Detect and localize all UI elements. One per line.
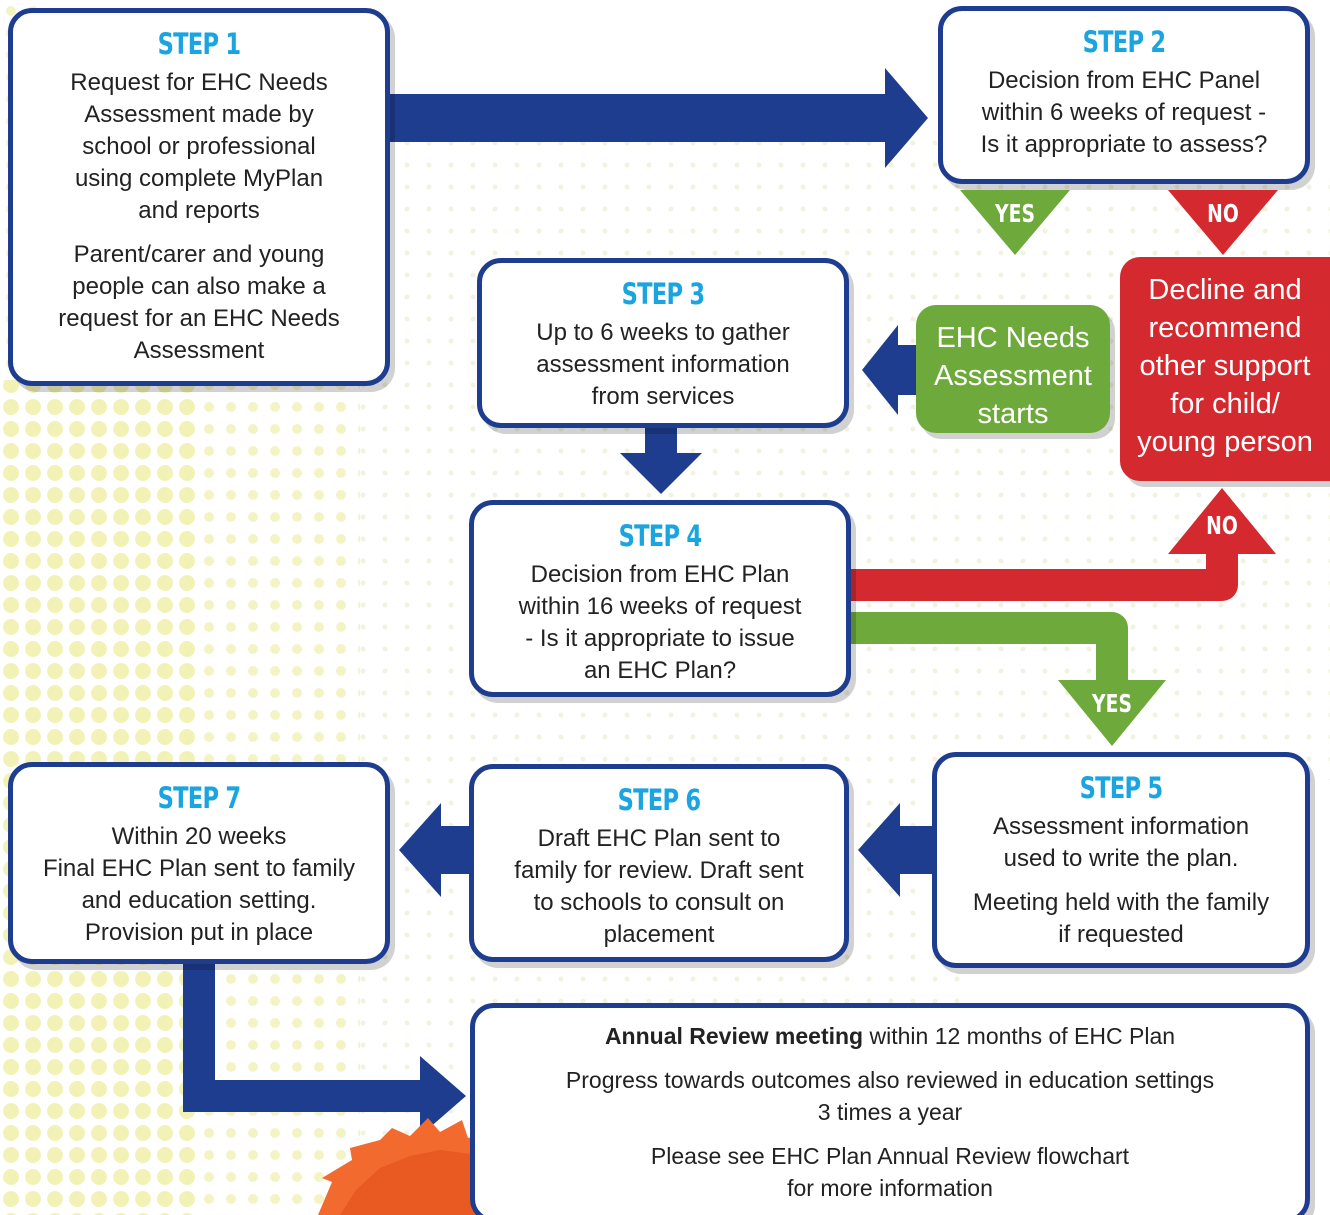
step-3-text-line: from services xyxy=(591,383,735,410)
step-4-text-line: - Is it appropriate to issue xyxy=(525,625,795,652)
step-7-text-line: Within 20 weeks xyxy=(111,823,287,850)
step-6-box: STEP 6 Draft EHC Plan sent to family for… xyxy=(469,764,849,962)
step-1-text-line: and reports xyxy=(138,197,260,224)
decline-line: young person xyxy=(1137,426,1313,458)
step-3-text-line: assessment information xyxy=(536,351,790,378)
step-6-text-line: to schools to consult on xyxy=(533,889,785,916)
step-2-text-line: within 6 weeks of request - xyxy=(981,99,1267,126)
step-3-text-line: Up to 6 weeks to gather xyxy=(536,319,790,346)
arrow-step1-to-step2 xyxy=(388,68,928,168)
decline-line: other support xyxy=(1139,350,1311,382)
step-4-box: STEP 4 Decision from EHC Plan within 16 … xyxy=(469,500,851,697)
arrow-step7-to-annual-review xyxy=(183,962,466,1136)
step-5-box: STEP 5 Assessment information used to wr… xyxy=(932,752,1310,968)
step-1-text-line: request for an EHC Needs xyxy=(58,305,340,332)
step-6-title: STEP 6 xyxy=(617,783,701,817)
step-1-title: STEP 1 xyxy=(157,27,241,61)
step-6-text-line: placement xyxy=(603,921,715,948)
assessment-starts-line: Assessment xyxy=(934,360,1092,392)
step-1-text-line: Parent/carer and young xyxy=(73,241,325,268)
decline-line: for child/ xyxy=(1170,388,1280,420)
annual-review-bold: Annual Review meeting xyxy=(604,1023,864,1049)
step-4-text-line: an EHC Plan? xyxy=(583,657,737,684)
step-2-text-line: Decision from EHC Panel xyxy=(987,67,1261,94)
no-path-step4-to-decline xyxy=(850,540,1238,601)
arrow-step3-to-step4 xyxy=(620,428,702,494)
no-triangle-step4 xyxy=(1168,488,1276,554)
step-4-text-line: within 16 weeks of request xyxy=(518,593,802,620)
yes-path-step4-to-step5 xyxy=(850,612,1128,680)
step-5-title: STEP 5 xyxy=(1079,771,1163,805)
yes-label-step4: YES xyxy=(1092,689,1132,718)
arrow-step6-to-step7 xyxy=(399,803,472,897)
step-1-box: STEP 1 Request for EHC Needs Assessment … xyxy=(8,8,390,386)
annual-review-line: Please see EHC Plan Annual Review flowch… xyxy=(650,1143,1130,1169)
yes-triangle-step4 xyxy=(1058,680,1166,746)
no-label-step2: NO xyxy=(1207,199,1239,228)
step-1-text-line: Request for EHC Needs xyxy=(70,69,328,96)
step-3-title: STEP 3 xyxy=(621,277,705,311)
step-7-title: STEP 7 xyxy=(157,781,241,815)
arrow-step5-to-step6 xyxy=(858,803,934,897)
step-5-text-line: if requested xyxy=(1058,921,1184,948)
no-label-step4: NO xyxy=(1206,511,1238,540)
step-1-text-line: Assessment made by xyxy=(84,101,314,128)
step-2-text-line: Is it appropriate to assess? xyxy=(980,131,1268,158)
assessment-starts-line: starts xyxy=(977,398,1049,430)
step-3-box: STEP 3 Up to 6 weeks to gather assessmen… xyxy=(477,258,849,428)
step-5-text-line: Meeting held with the family xyxy=(972,889,1270,916)
step-6-text-line: Draft EHC Plan sent to xyxy=(537,825,781,852)
step-2-title: STEP 2 xyxy=(1082,25,1166,59)
step-2-box: STEP 2 Decision from EHC Panel within 6 … xyxy=(938,6,1310,184)
step-1-text-line: using complete MyPlan xyxy=(74,165,324,192)
assessment-starts-box: EHC Needs Assessment starts xyxy=(916,305,1110,433)
step-7-text-line: Final EHC Plan sent to family xyxy=(42,855,356,882)
step-4-text-line: Decision from EHC Plan xyxy=(530,561,790,588)
step-7-box: STEP 7 Within 20 weeks Final EHC Plan se… xyxy=(8,762,390,964)
annual-review-line: for more information xyxy=(787,1175,993,1201)
step-4-title: STEP 4 xyxy=(618,519,702,553)
arrow-assessment-to-step3 xyxy=(862,325,918,415)
step-5-text-line: Assessment information xyxy=(992,813,1250,840)
yes-triangle-step2 xyxy=(960,190,1070,255)
step-1-text-line: school or professional xyxy=(82,133,316,160)
yes-label-step2: YES xyxy=(995,199,1035,228)
annual-review-heading: Annual Review meeting within 12 months o… xyxy=(475,1020,1305,1052)
step-7-text-line: Provision put in place xyxy=(84,919,314,946)
annual-review-line: Progress towards outcomes also reviewed … xyxy=(565,1067,1215,1093)
step-6-text-line: family for review. Draft sent xyxy=(514,857,804,884)
annual-review-box: Annual Review meeting within 12 months o… xyxy=(470,1003,1310,1215)
annual-review-line: 3 times a year xyxy=(817,1099,963,1125)
step-5-text-line: used to write the plan. xyxy=(1003,845,1239,872)
decline-line: recommend xyxy=(1148,312,1302,344)
decline-box: Decline and recommend other support for … xyxy=(1120,257,1330,481)
no-triangle-step2 xyxy=(1168,190,1278,255)
annual-review-rest: within 12 months of EHC Plan xyxy=(863,1023,1176,1049)
step-1-text-line: people can also make a xyxy=(72,273,326,300)
assessment-starts-line: EHC Needs xyxy=(936,322,1090,354)
step-1-text-line: Assessment xyxy=(133,337,265,364)
step-7-text-line: and education setting. xyxy=(81,887,317,914)
decline-line: Decline and xyxy=(1148,274,1302,306)
